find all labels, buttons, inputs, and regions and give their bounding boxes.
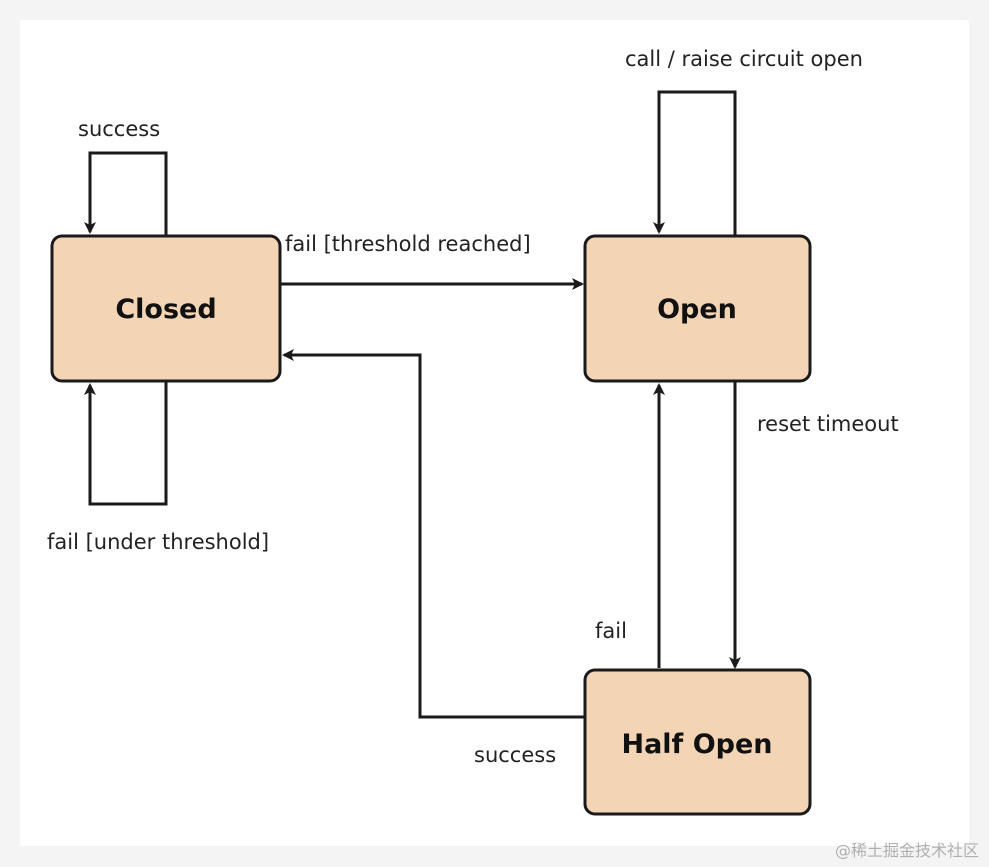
state-half-open: Half Open (583, 668, 812, 816)
state-closed: Closed (50, 234, 282, 383)
state-half-open-label: Half Open (621, 729, 772, 760)
label-closed-self-success: success (78, 117, 160, 141)
label-open-to-half-open: reset timeout (757, 412, 899, 436)
edge-half-open-to-closed (282, 349, 585, 719)
edge-closed-self-success (84, 151, 168, 236)
state-closed-label: Closed (115, 294, 216, 325)
label-half-open-to-open: fail (595, 619, 627, 643)
label-closed-to-open: fail [threshold reached] (285, 232, 531, 256)
edge-closed-self-fail (84, 381, 168, 506)
state-open: Open (583, 234, 812, 383)
label-closed-self-fail: fail [under threshold] (47, 530, 269, 554)
label-open-self: call / raise circuit open (625, 47, 863, 71)
edge-open-self (653, 90, 737, 236)
label-half-open-to-closed: success (474, 743, 556, 767)
watermark: @稀土掘金技术社区 (834, 841, 979, 860)
state-open-label: Open (657, 294, 737, 325)
